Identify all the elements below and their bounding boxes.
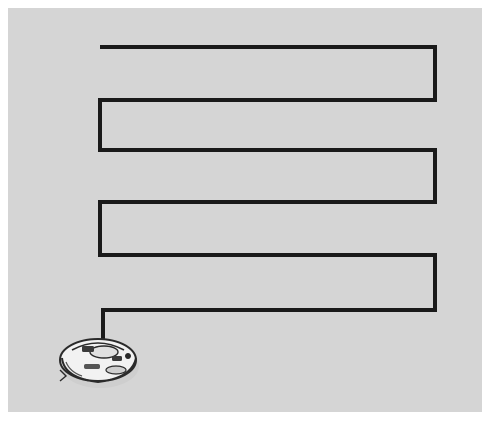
cleaning-path [100, 47, 435, 340]
robot-vacuum-icon [60, 339, 139, 388]
